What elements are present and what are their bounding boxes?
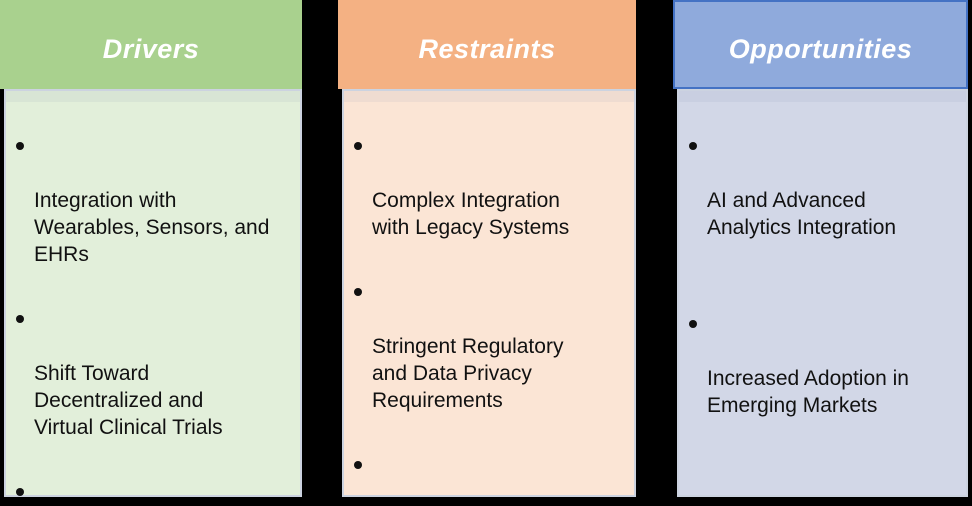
list-item: Stringent Regulatory and Data Privacy Re… xyxy=(352,279,624,414)
bullet-icon xyxy=(689,142,697,150)
drivers-body: Integration with Wearables, Sensors, and… xyxy=(4,89,302,497)
restraints-title: Restraints xyxy=(418,34,556,64)
bullet-icon xyxy=(689,320,697,328)
opportunities-title: Opportunities xyxy=(728,34,913,64)
bullet-icon xyxy=(16,488,24,496)
list-item-text: Stringent Regulatory and Data Privacy Re… xyxy=(372,335,564,412)
list-item: Increased Adoption in Emerging Markets xyxy=(687,311,956,419)
bullet-icon xyxy=(354,461,362,469)
drivers-title: Drivers xyxy=(102,34,200,64)
list-item: High Initial Implementation Costs xyxy=(352,452,624,506)
list-item-text: Complex Integration with Legacy Systems xyxy=(372,189,570,239)
restraints-header: Restraints xyxy=(338,0,636,89)
opportunities-header: Opportunities xyxy=(673,0,968,89)
list-item-text: Increased Adoption in Emerging Markets xyxy=(707,367,909,417)
bullet-icon xyxy=(16,315,24,323)
column-restraints: Restraints Complex Integration with Lega… xyxy=(338,0,636,497)
restraints-body: Complex Integration with Legacy Systems … xyxy=(342,89,636,497)
opportunities-bullet-list: AI and Advanced Analytics Integration In… xyxy=(687,133,956,419)
restraints-bullet-list: Complex Integration with Legacy Systems … xyxy=(352,133,624,506)
column-drivers: Drivers Integration with Wearables, Sens… xyxy=(0,0,302,497)
list-item: Complex Integration with Legacy Systems xyxy=(352,133,624,241)
list-item-text: AI and Advanced Analytics Integration xyxy=(707,189,897,239)
column-opportunities: Opportunities AI and Advanced Analytics … xyxy=(673,0,968,497)
list-item: Shift Toward Decentralized and Virtual C… xyxy=(14,306,290,441)
list-item: AI and Advanced Analytics Integration xyxy=(687,133,956,241)
list-item-text: Integration with Wearables, Sensors, and… xyxy=(34,189,270,266)
drivers-bullet-list: Integration with Wearables, Sensors, and… xyxy=(14,133,290,506)
bullet-icon xyxy=(16,142,24,150)
bullet-icon xyxy=(354,288,362,296)
drivers-header: Drivers xyxy=(0,0,302,89)
opportunities-body: AI and Advanced Analytics Integration In… xyxy=(677,89,968,497)
list-item: Integration with Wearables, Sensors, and… xyxy=(14,133,290,268)
list-item-text: Shift Toward Decentralized and Virtual C… xyxy=(34,362,223,439)
list-item: Rising Prevalence of Chronic and Lifesty… xyxy=(14,479,290,506)
bullet-icon xyxy=(354,142,362,150)
